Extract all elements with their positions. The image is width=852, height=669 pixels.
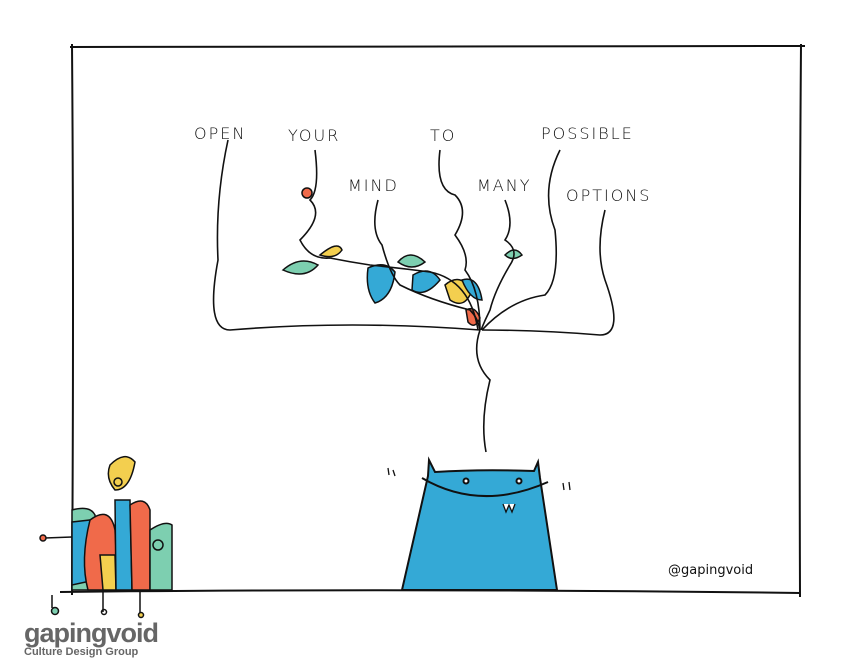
blue-monster: [387, 456, 571, 591]
word-to: TO: [430, 126, 457, 145]
word-possible: POSSIBLE: [541, 124, 634, 143]
word-options: OPTIONS: [566, 186, 652, 205]
word-many: MANY: [477, 176, 532, 195]
word-your: YOUR: [288, 126, 341, 145]
word-mind: MIND: [348, 176, 399, 195]
brand-logo: gapingvoid Culture Design Group: [24, 618, 159, 659]
logo-name: gapingvoid: [24, 618, 159, 648]
logo-creature-icon: [39, 456, 173, 619]
logo-tagline: Culture Design Group: [24, 646, 139, 658]
word-strings: [212, 139, 615, 453]
artist-handle: @gapingvoid: [668, 563, 754, 578]
word-open: OPEN: [194, 124, 247, 143]
color-blobs: [281, 187, 524, 326]
